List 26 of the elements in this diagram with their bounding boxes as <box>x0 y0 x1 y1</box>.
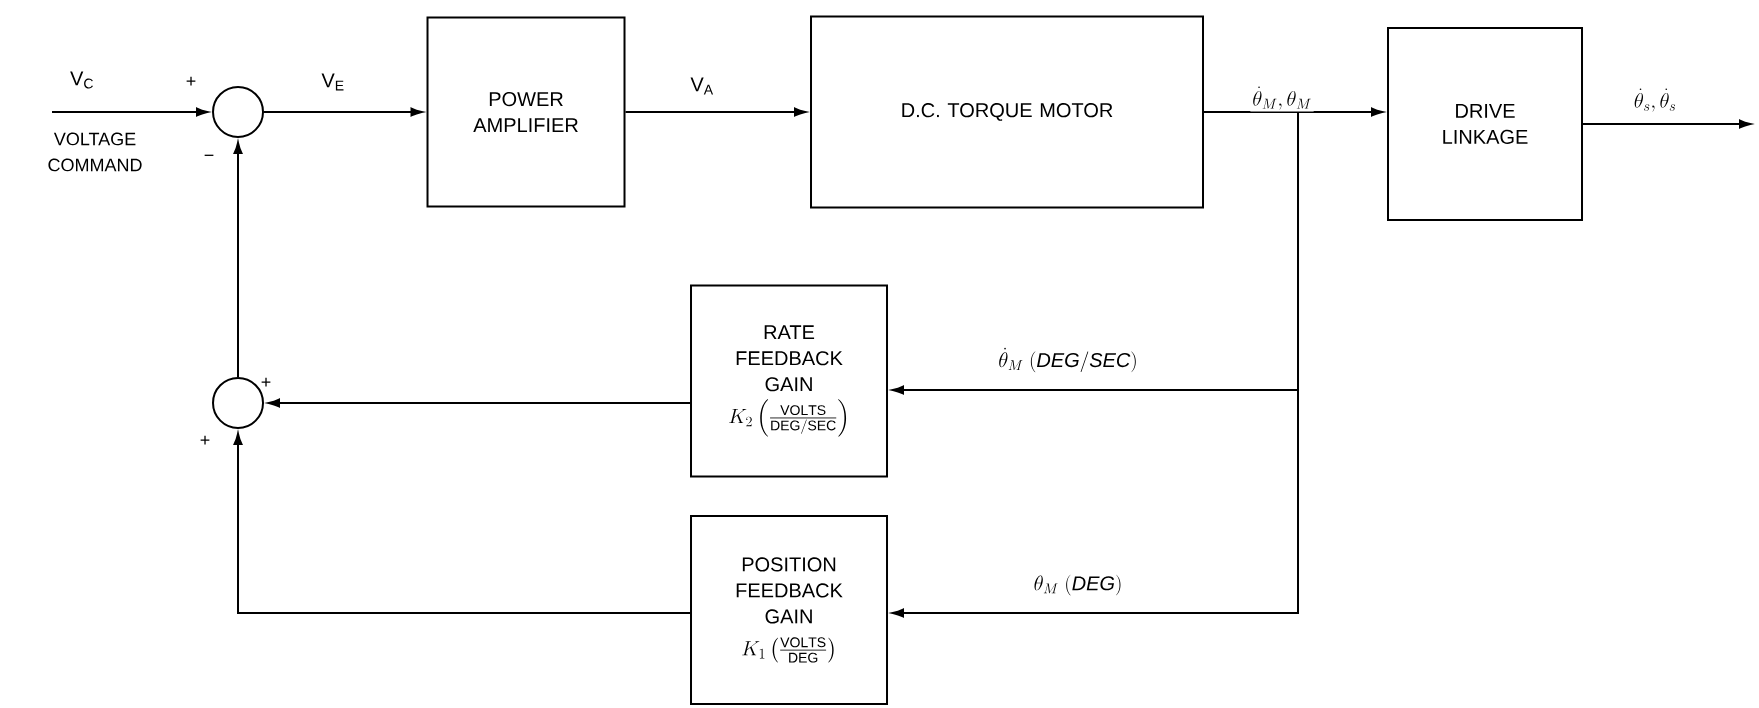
arrow <box>267 398 691 408</box>
arrow <box>624 107 807 117</box>
block-box: DRIVE LINKAGE <box>1387 27 1583 221</box>
sign-label: − <box>204 154 214 156</box>
edge-label: V$_{A}$ <box>688 75 716 97</box>
arrow <box>233 432 691 614</box>
arrow <box>233 141 243 378</box>
edge-label: V$_{C}$ <box>68 69 96 91</box>
summing-junction <box>212 86 264 138</box>
sign-label: + <box>200 435 210 445</box>
edge-label: $\dot{\theta}_s, \dot{\theta}_s$ <box>1631 86 1679 114</box>
edge-label: $\theta_M\ (\mathit{DEG})$ <box>1031 572 1125 598</box>
edge-label: $\dot{\theta}_M, \theta_M$ <box>1250 84 1314 112</box>
block-box: D.C. TORQUE MOTOR <box>810 15 1204 209</box>
arrow <box>263 107 423 117</box>
arrow <box>891 111 1299 618</box>
block-box: POSITION FEEDBACK GAIN $K_1\left(\frac{\mathrm{VOLTS}}{\mathrm{DEG}}\right)$ <box>690 515 888 705</box>
block-box: RATE FEEDBACK GAIN $K_2\left(\frac{\mathrm{VOLTS}}{\mathrm{DEG/SEC}}\right)$ <box>690 284 888 478</box>
arrow <box>51 107 209 117</box>
block-box: POWER AMPLIFIER <box>426 16 626 208</box>
arrow <box>1582 119 1752 129</box>
sign-label: + <box>186 76 196 86</box>
edge-label: V$_{E}$ <box>319 71 347 93</box>
edge-label: $\dot{\theta}_M\ (\mathit{DEG/SEC})$ <box>996 345 1140 375</box>
sign-label: + <box>261 377 271 387</box>
input-label: VOLTAGE COMMAND <box>48 132 142 172</box>
